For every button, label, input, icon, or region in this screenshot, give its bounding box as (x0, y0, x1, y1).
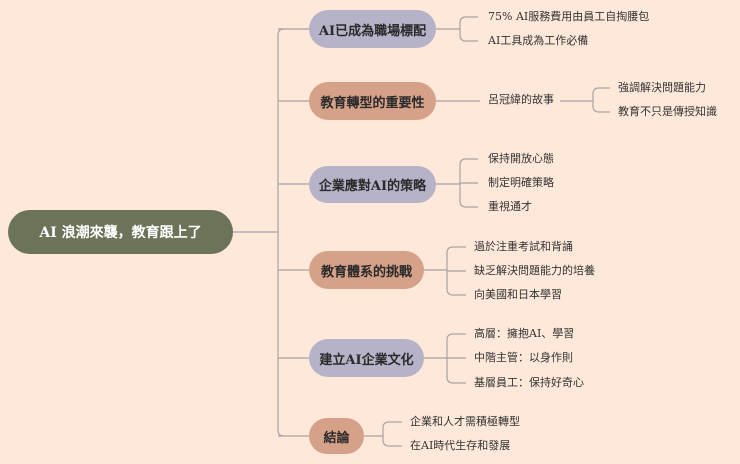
topic-conclusion[interactable]: 結論 (309, 418, 364, 454)
topic-label: 教育體系的挑戰 (320, 264, 412, 280)
leaf-survive-ai-era: 在AI時代生存和發展 (410, 439, 511, 452)
connector-line (459, 16, 467, 42)
topic-education-challenges[interactable]: 教育體系的挑戰 (309, 251, 424, 289)
topic-label: 企業應對AI的策略 (318, 179, 427, 194)
leaf-exam-focus: 過於注重考試和背誦 (474, 240, 573, 253)
topic-label: AI已成為職場標配 (318, 23, 427, 39)
topic-label: 結論 (323, 430, 350, 446)
connector-line (277, 28, 285, 437)
leaf-top-management: 高層：擁抱AI、學習 (474, 327, 575, 340)
leaf-self-paid-ai: 75% AI服務費用由員工自掏腰包 (488, 10, 650, 23)
root-topic[interactable]: AI 浪潮來襲，教育跟上了 (8, 210, 233, 254)
leaf-story: 呂冠緯的故事 (488, 93, 554, 106)
topic-ai-corporate-culture[interactable]: 建立AI企業文化 (309, 339, 424, 377)
leaf-problem-solving: 強調解決問題能力 (618, 81, 706, 94)
topic-label: 建立AI企業文化 (319, 352, 414, 368)
topic-label: 教育轉型的重要性 (320, 95, 425, 111)
connector-line (382, 421, 390, 447)
leaf-ai-tools-essential: AI工具成為工作必備 (488, 34, 589, 47)
leaf-lack-problem-solving: 缺乏解決問題能力的培養 (474, 264, 595, 277)
leaf-clear-strategy: 制定明確策略 (488, 176, 554, 189)
leaf-middle-management: 中階主管：以身作則 (474, 351, 573, 364)
connector-line (592, 87, 600, 113)
leaf-frontline-staff: 基層員工：保持好奇心 (474, 376, 584, 389)
topic-ai-workplace-standard[interactable]: AI已成為職場標配 (309, 10, 436, 48)
leaf-generalists: 重視通才 (488, 200, 532, 213)
leaf-not-just-knowledge: 教育不只是傳授知識 (618, 105, 717, 118)
leaf-learn-from-us-japan: 向美國和日本學習 (474, 288, 562, 301)
topic-education-transformation[interactable]: 教育轉型的重要性 (309, 82, 436, 120)
topic-enterprise-ai-strategy[interactable]: 企業應對AI的策略 (309, 166, 436, 203)
leaf-proactive-transformation: 企業和人才需積極轉型 (410, 415, 520, 428)
root-topic-label: AI 浪潮來襲，教育跟上了 (39, 225, 202, 241)
leaf-open-mind: 保持開放心態 (488, 152, 554, 165)
